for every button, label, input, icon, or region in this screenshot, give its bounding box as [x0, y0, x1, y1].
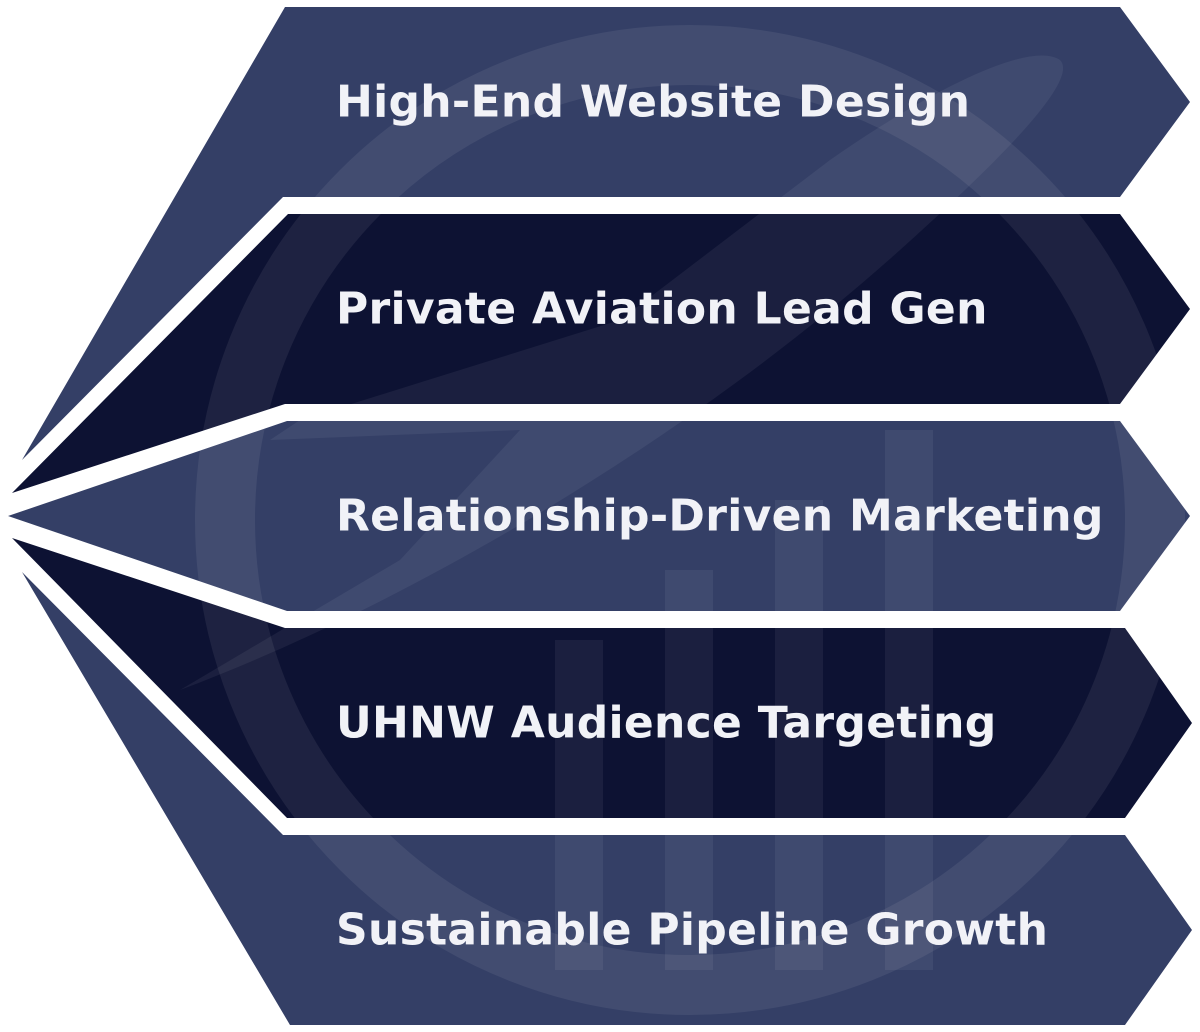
watermark-logo: [180, 25, 1185, 1015]
airplane-icon: [180, 55, 1064, 691]
segment-4-shape: [12, 538, 1192, 818]
segment-1-label: High-End Website Design: [336, 77, 970, 128]
segment-2-label: Private Aviation Lead Gen: [336, 284, 988, 335]
watermark-ring: [195, 25, 1185, 1015]
segment-5-label: Sustainable Pipeline Growth: [336, 905, 1048, 956]
segment-4: UHNW Audience Targeting: [12, 538, 1192, 818]
segment-5: Sustainable Pipeline Growth: [22, 572, 1192, 1025]
bar-chart-icon: [555, 430, 933, 970]
segment-3-shape: [8, 421, 1190, 611]
segment-5-shape: [22, 572, 1192, 1025]
segment-3-label: Relationship-Driven Marketing: [336, 491, 1104, 542]
segment-1: High-End Website Design: [22, 7, 1190, 460]
segment-2-shape: [12, 214, 1190, 493]
segment-4-label: UHNW Audience Targeting: [336, 698, 997, 749]
segment-1-shape: [22, 7, 1190, 460]
segment-2: Private Aviation Lead Gen: [12, 214, 1190, 493]
segment-3: Relationship-Driven Marketing: [8, 421, 1190, 611]
